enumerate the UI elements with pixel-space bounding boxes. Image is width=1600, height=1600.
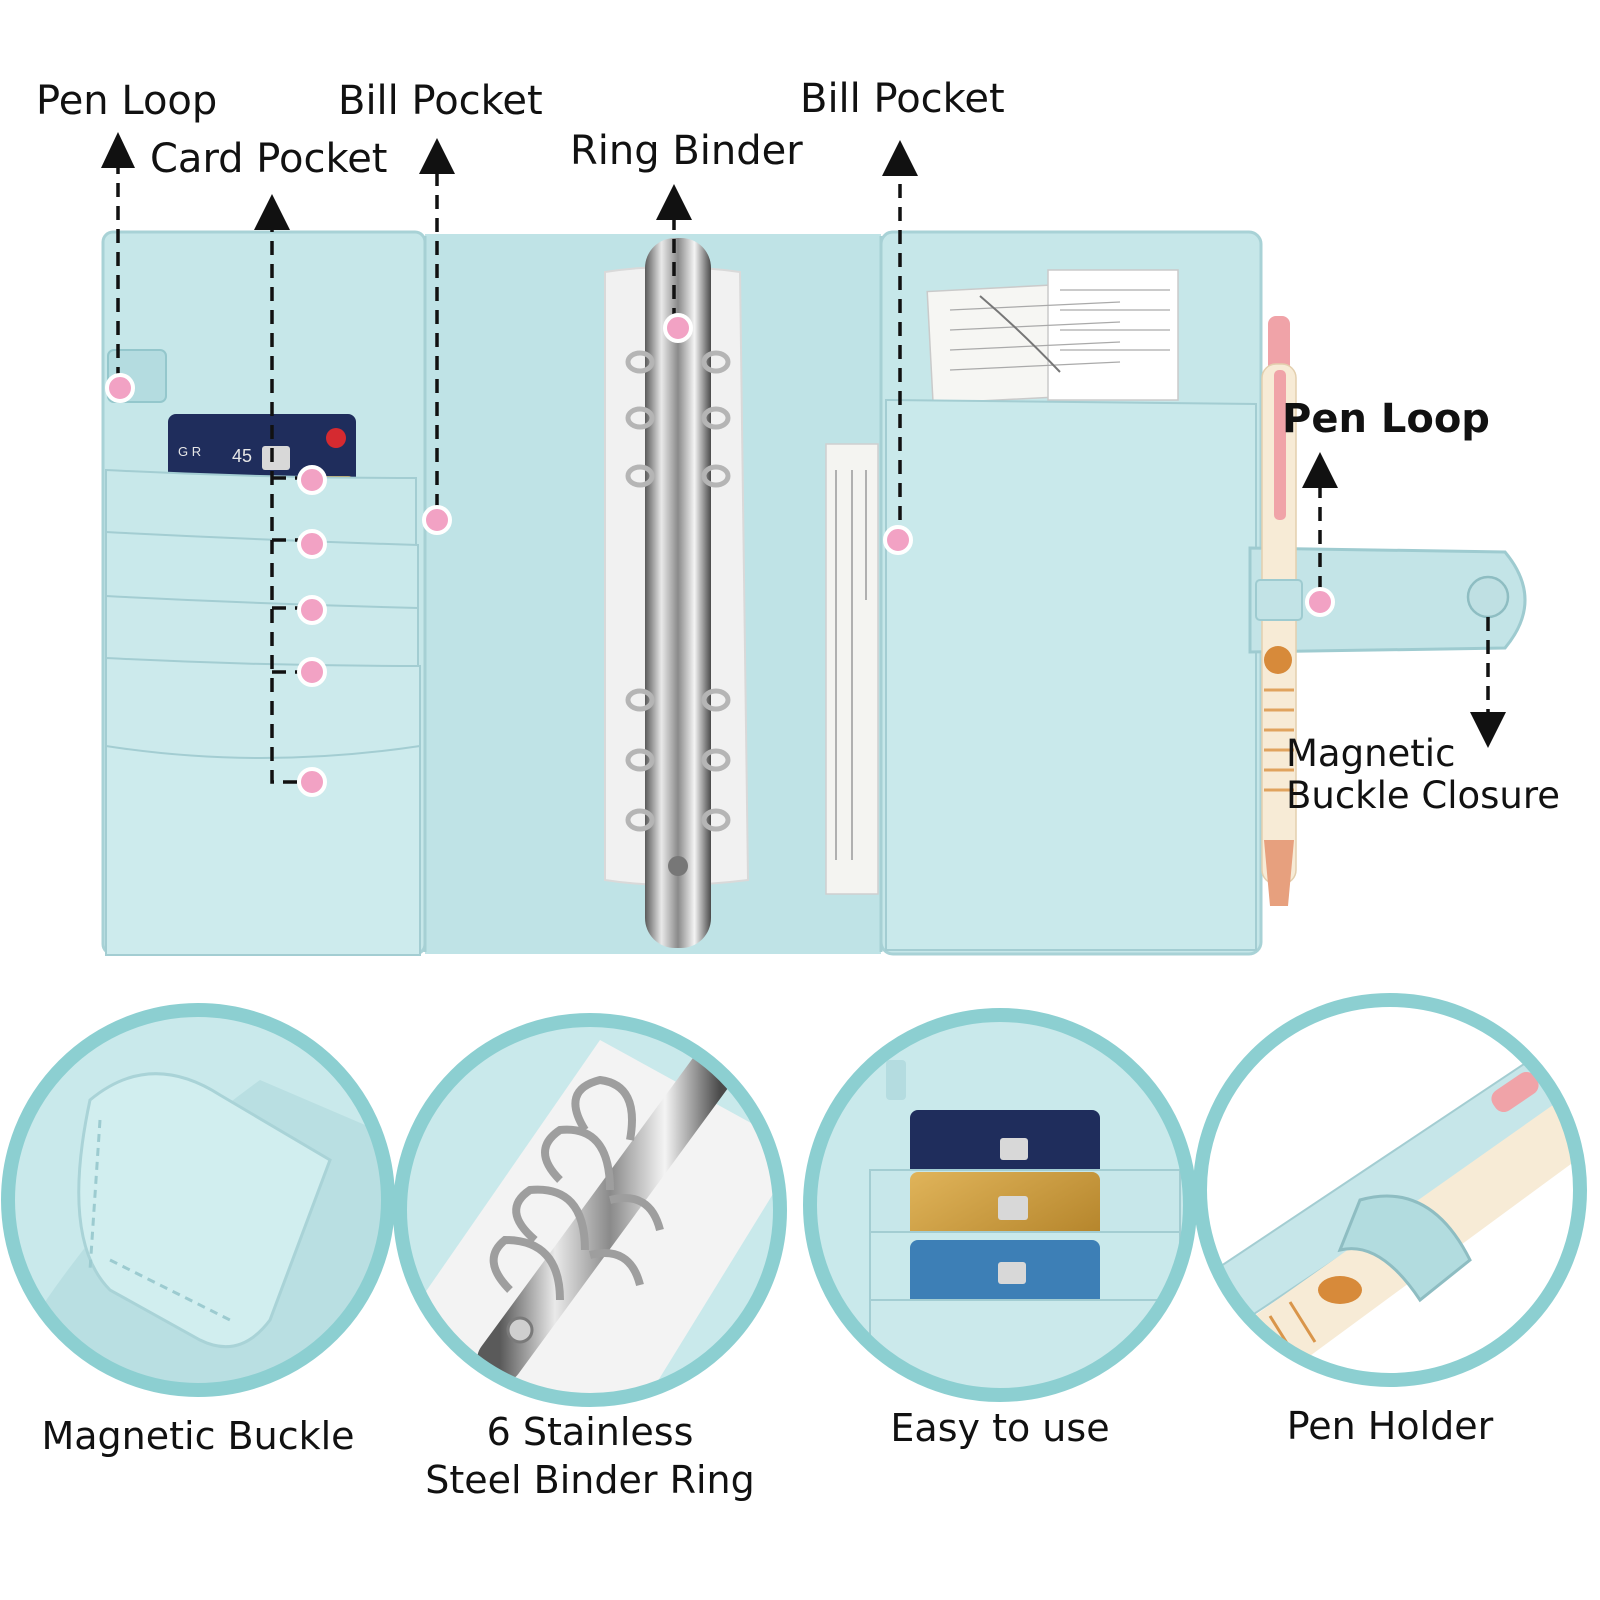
callout-markers [105, 313, 1335, 797]
label-card-pocket: Card Pocket [150, 136, 388, 182]
svg-text:45: 45 [232, 446, 252, 466]
ring-binder-mechanism [604, 238, 750, 948]
card-pockets: G R 45 FIER 510 45 S [105, 414, 421, 956]
label-magnetic-closure-line1: Magnetic [1286, 732, 1456, 775]
caption-binder-ring-line2: Steel Binder Ring [425, 1458, 755, 1502]
open-binder: G R 45 FIER 510 45 S [101, 230, 1527, 956]
pen [1255, 316, 1303, 906]
arrow-up-icon [101, 132, 135, 168]
callout-arrowheads [101, 132, 1506, 748]
callout-lines [116, 160, 1490, 784]
magnetic-snap [1466, 575, 1510, 619]
arrow-up-icon [254, 194, 290, 230]
right-bill-pocket-flap [885, 398, 1257, 951]
label-bill-pocket-right: Bill Pocket [800, 76, 1005, 122]
receipt-papers [926, 269, 1179, 405]
label-magnetic-closure-line2: Buckle Closure [1286, 774, 1561, 817]
caption-binder-ring-line1: 6 Stainless [486, 1410, 694, 1454]
arrow-up-icon [1302, 452, 1338, 488]
label-ring-binder: Ring Binder [570, 128, 803, 174]
feature-circle-card-slots [803, 1008, 1197, 1402]
svg-text:G R: G R [178, 444, 201, 459]
caption-pen-holder: Pen Holder [1286, 1404, 1494, 1448]
receipt-tall [825, 443, 879, 895]
label-bill-pocket-left: Bill Pocket [338, 78, 543, 124]
feature-circle-pen-holder [1193, 993, 1587, 1387]
arrow-down-icon [1470, 712, 1506, 748]
arrow-up-icon [882, 140, 918, 176]
label-pen-loop-right: Pen Loop [1282, 396, 1490, 442]
arrow-up-icon [419, 138, 455, 174]
arrow-up-icon [656, 184, 692, 220]
caption-easy-to-use: Easy to use [890, 1406, 1110, 1450]
caption-magnetic-buckle: Magnetic Buckle [41, 1414, 355, 1458]
feature-circle-magnetic-buckle [1, 1003, 395, 1397]
feature-circle-binder-rings [393, 1013, 787, 1407]
label-pen-loop-left: Pen Loop [36, 78, 218, 124]
